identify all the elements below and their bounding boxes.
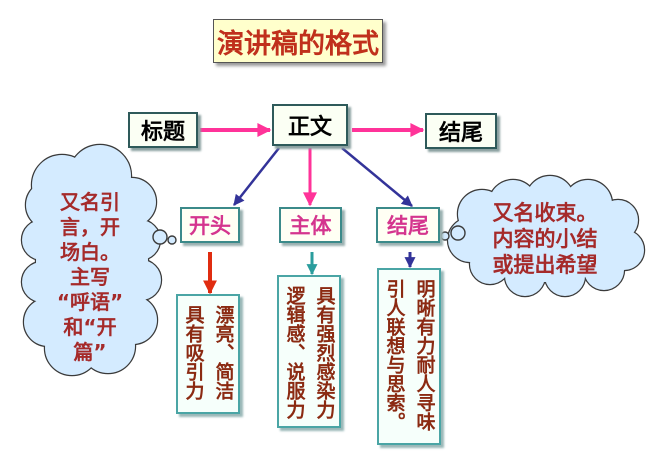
note-line: 又名收束。 xyxy=(492,201,598,225)
note-line: 主写 xyxy=(70,265,110,289)
note-line: 或提出希望 xyxy=(492,253,598,277)
opening-note-cloud xyxy=(20,143,177,377)
detail-box-opening: 漂亮、简洁 具有吸引力 xyxy=(176,294,240,414)
note-line: 篇” xyxy=(73,340,107,364)
flow-box-ending: 结尾 xyxy=(425,113,497,149)
detail-box-conclusion: 明晰有力耐人寻味 引人联想与思索。 xyxy=(377,268,441,445)
detail-column: 漂亮、简洁 xyxy=(212,305,235,400)
page-title: 演讲稿的格式 xyxy=(213,19,383,63)
opening-note-text: 又名引 言，开 场白。 主写 “呼语” 和“开 篇” xyxy=(28,190,152,365)
cloud-tail-bubble xyxy=(450,225,466,241)
cloud-tail-bubble xyxy=(152,229,168,245)
flow-box-title: 标题 xyxy=(128,112,198,148)
arrow-body-to-conclusion xyxy=(341,147,413,207)
section-box-main: 主体 xyxy=(279,207,342,243)
note-line: “呼语” xyxy=(56,290,124,314)
detail-column: 明晰有力耐人寻味 xyxy=(413,279,436,431)
cloud-tail-bubble xyxy=(167,235,177,245)
cloud-tail-bubble xyxy=(440,231,450,241)
detail-column: 引人联想与思索。 xyxy=(383,279,406,431)
note-line: 言，开 xyxy=(60,215,120,239)
note-line: 内容的小结 xyxy=(492,227,598,251)
ending-note-cloud xyxy=(440,174,646,298)
section-box-conclusion: 结尾 xyxy=(376,207,440,243)
detail-box-main: 具有强烈感染力 逻辑感、说服力 xyxy=(277,275,341,428)
flow-box-body: 正文 xyxy=(272,104,348,146)
detail-column: 逻辑感、说服力 xyxy=(283,286,306,419)
detail-column: 具有强烈感染力 xyxy=(313,286,336,419)
ending-note-text: 又名收束。 内容的小结 或提出希望 xyxy=(468,200,622,278)
detail-column: 具有吸引力 xyxy=(182,305,205,400)
note-line: 场白。 xyxy=(60,240,120,264)
section-box-opening: 开头 xyxy=(180,207,240,243)
note-line: 和“开 xyxy=(63,315,117,339)
note-line: 又名引 xyxy=(60,190,120,214)
arrow-body-to-opening xyxy=(233,147,280,206)
